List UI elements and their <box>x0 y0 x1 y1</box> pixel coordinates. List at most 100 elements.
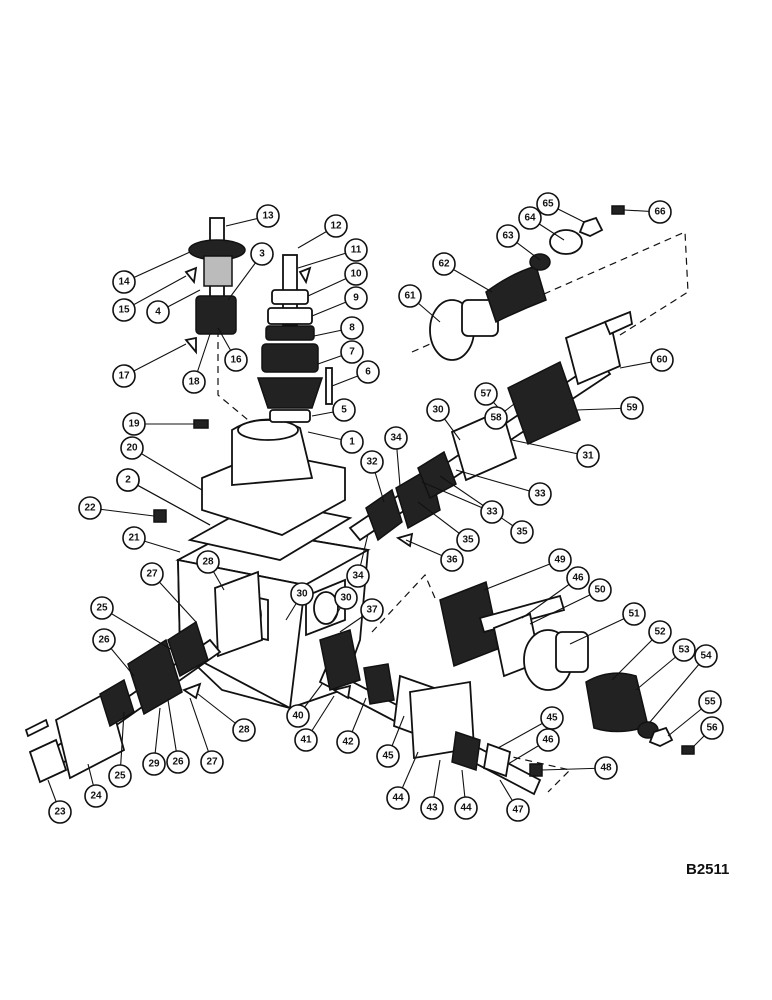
callout-2: 2 <box>116 468 140 492</box>
callout-circle <box>360 598 384 622</box>
callout-11: 11 <box>344 238 368 262</box>
callout-28: 28 <box>196 550 220 574</box>
callout-number: 29 <box>148 759 160 770</box>
callout-circle <box>650 348 674 372</box>
callout-number: 33 <box>486 507 498 518</box>
callout-49: 49 <box>548 548 572 572</box>
worm-64 <box>485 265 547 324</box>
callout-circle <box>340 430 364 454</box>
callout-circle <box>356 360 380 384</box>
callout-number: 25 <box>114 771 126 782</box>
callout-number: 50 <box>594 585 606 596</box>
callout-number: 61 <box>404 291 416 302</box>
callout-63: 63 <box>496 224 520 248</box>
callout-56: 56 <box>700 716 724 740</box>
leader-line <box>529 589 601 625</box>
callout-circle <box>384 426 408 450</box>
callout-circle <box>426 398 450 422</box>
callout-circle <box>290 582 314 606</box>
coupling-62 <box>564 318 622 386</box>
callout-number: 17 <box>118 371 130 382</box>
pinion-gear-18 <box>195 295 237 335</box>
bearing-26 <box>99 678 135 728</box>
callout-number: 34 <box>390 433 402 444</box>
callout-46: 46 <box>566 566 590 590</box>
callout-number: 35 <box>516 527 528 538</box>
key-29 <box>182 682 202 700</box>
callout-61: 61 <box>398 284 422 308</box>
callout-13: 13 <box>256 204 280 228</box>
callout-number: 57 <box>480 389 492 400</box>
bevel-gear-41 <box>319 629 361 691</box>
callout-circle <box>78 496 102 520</box>
callout-number: 41 <box>300 735 312 746</box>
flange-hub-53 <box>555 631 589 673</box>
callout-circle <box>122 526 146 550</box>
callout-number: 40 <box>292 711 304 722</box>
callout-number: 65 <box>542 199 554 210</box>
callout-62: 62 <box>432 252 456 276</box>
callout-41: 41 <box>294 728 318 752</box>
callout-circle <box>92 628 116 652</box>
callout-number: 51 <box>628 609 640 620</box>
callout-59: 59 <box>620 396 644 420</box>
callout-circle <box>346 564 370 588</box>
callout-circle <box>588 578 612 602</box>
callout-number: 62 <box>438 259 450 270</box>
bolt-23 <box>24 718 50 738</box>
callout-circle <box>324 214 348 238</box>
callout-number: 60 <box>656 355 668 366</box>
callout-circle <box>622 602 646 626</box>
callout-number: 44 <box>460 803 472 814</box>
callout-circle <box>432 252 456 276</box>
shaft-50 <box>478 594 566 634</box>
leader-line <box>439 475 523 533</box>
callout-number: 4 <box>155 307 161 318</box>
callout-circle <box>672 638 696 662</box>
housing-flange-left <box>214 570 263 658</box>
callout-circle <box>454 796 478 820</box>
callout-number: 27 <box>146 569 158 580</box>
callout-29: 29 <box>142 752 166 776</box>
guide-line-lower-right <box>371 573 436 633</box>
callout-circle <box>294 728 318 752</box>
callout-circle <box>344 238 368 262</box>
worm-assembly-lower <box>439 580 695 755</box>
callout-circle <box>496 224 520 248</box>
callout-number: 58 <box>490 413 502 424</box>
callout-circle <box>340 316 364 340</box>
callout-10: 10 <box>344 262 368 286</box>
shaft-bearing-9 <box>265 325 315 341</box>
callout-60: 60 <box>650 348 674 372</box>
key-15 <box>184 266 198 285</box>
callout-number: 10 <box>350 269 362 280</box>
callout-30: 30 <box>290 582 314 606</box>
pin-6 <box>325 367 333 405</box>
callout-number: 47 <box>512 805 524 816</box>
bearing-35 <box>417 450 457 500</box>
callout-26: 26 <box>166 750 190 774</box>
leader-line <box>483 559 561 591</box>
callout-circle <box>232 718 256 742</box>
callout-45: 45 <box>540 706 564 730</box>
callout-number: 64 <box>524 213 536 224</box>
callout-number: 44 <box>392 793 404 804</box>
callout-circle <box>474 382 498 406</box>
callout-number: 27 <box>206 757 218 768</box>
callout-number: 53 <box>678 645 690 656</box>
callout-23: 23 <box>48 800 72 824</box>
callout-circle <box>506 798 530 822</box>
callout-21: 21 <box>122 526 146 550</box>
callout-circle <box>398 284 422 308</box>
upper-right-shaft-assembly <box>348 310 634 548</box>
callout-27: 27 <box>200 750 224 774</box>
callout-circle <box>48 800 72 824</box>
callout-number: 55 <box>704 697 716 708</box>
callout-circle <box>510 520 534 544</box>
bushing-65 <box>529 253 551 271</box>
callout-7: 7 <box>340 340 364 364</box>
key-17 <box>184 336 197 355</box>
callout-circle <box>120 436 144 460</box>
callout-circle <box>166 750 190 774</box>
